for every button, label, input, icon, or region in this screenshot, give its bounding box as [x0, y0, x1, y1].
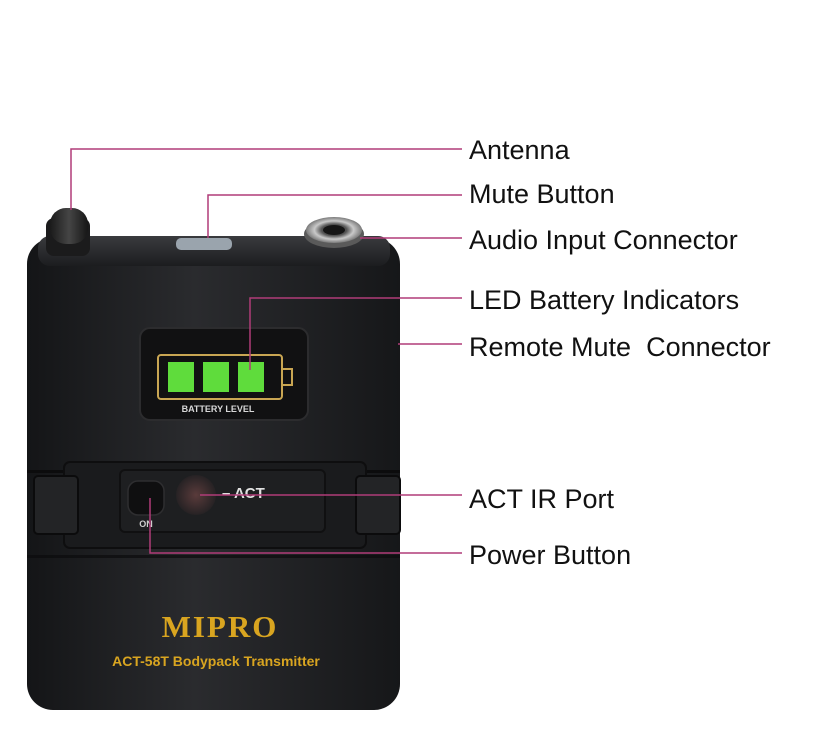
model-label: ACT-58T Bodypack Transmitter: [112, 653, 320, 669]
callout-act-ir-port: ACT IR Port: [469, 484, 615, 514]
callout-mute-button: Mute Button: [469, 179, 615, 209]
callout-audio-input-connector: Audio Input Connector: [469, 225, 738, 255]
battery-led: [168, 362, 194, 392]
battery-level-label: BATTERY LEVEL: [182, 404, 255, 414]
battery-led: [238, 362, 264, 392]
antenna: [46, 208, 90, 256]
callout-led-battery-indicators: LED Battery Indicators: [469, 285, 740, 315]
callout-remote-mute-connector: Remote Mute Connector: [469, 332, 771, 362]
act-label: – ACT: [222, 485, 265, 502]
leader-led-battery: [249, 297, 462, 370]
belt-clip: [33, 461, 401, 549]
leader-power: [149, 498, 462, 554]
callout-power-button: Power Button: [469, 540, 632, 570]
brand-logo: MIPRO: [162, 609, 279, 644]
power-button: [127, 480, 165, 516]
leader-mute-button: [207, 194, 462, 238]
act-ir-port: [176, 475, 216, 515]
mute-button: [176, 238, 232, 250]
leader-antenna: [70, 148, 462, 210]
callout-antenna: Antenna: [469, 135, 570, 165]
callout-lines: [70, 148, 462, 554]
on-label: ON: [139, 519, 153, 529]
audio-input-connector: [304, 217, 364, 248]
battery-led: [203, 362, 229, 392]
battery-panel: BATTERY LEVEL: [139, 327, 309, 421]
